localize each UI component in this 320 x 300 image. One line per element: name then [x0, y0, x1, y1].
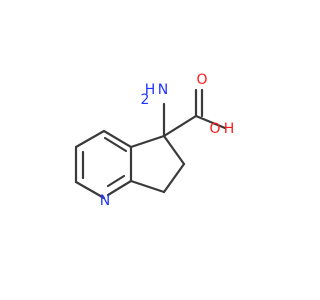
ring-bond-c6-n — [106, 179, 133, 197]
ring-double-bond-inner-bottom — [106, 174, 126, 188]
amino-hydrogen-label: H — [145, 82, 156, 98]
amino-subscript-label: 2 — [141, 92, 150, 108]
amino-nitrogen-label: N — [158, 82, 168, 98]
carboxyl-bond — [162, 114, 198, 138]
ring-bond-n-c2 — [74, 180, 106, 200]
five-ring-bond-quat-ch2a — [162, 134, 186, 166]
five-ring-bond-c5-quat — [129, 134, 166, 149]
five-ring-bond-ch2b-c6 — [129, 179, 166, 194]
hydroxyl-oxygen-label: O — [209, 121, 220, 137]
hydroxyl-hydrogen-label: H — [224, 121, 235, 137]
structure-canvas: H N 2 H O O N — [74, 72, 235, 209]
carbonyl-oxygen-label: O — [196, 72, 207, 88]
ring-nitrogen-label: N — [100, 193, 110, 209]
chemical-structure: H N 2 H O O N — [74, 72, 235, 209]
ring-bond-c3-c4 — [74, 129, 106, 149]
ring-double-bond-inner-top — [103, 136, 128, 153]
ring-bond-c4-c5 — [102, 129, 133, 149]
hydroxyl-bond — [194, 114, 227, 130]
five-ring-bond-ch2a-ch2b — [162, 162, 186, 194]
